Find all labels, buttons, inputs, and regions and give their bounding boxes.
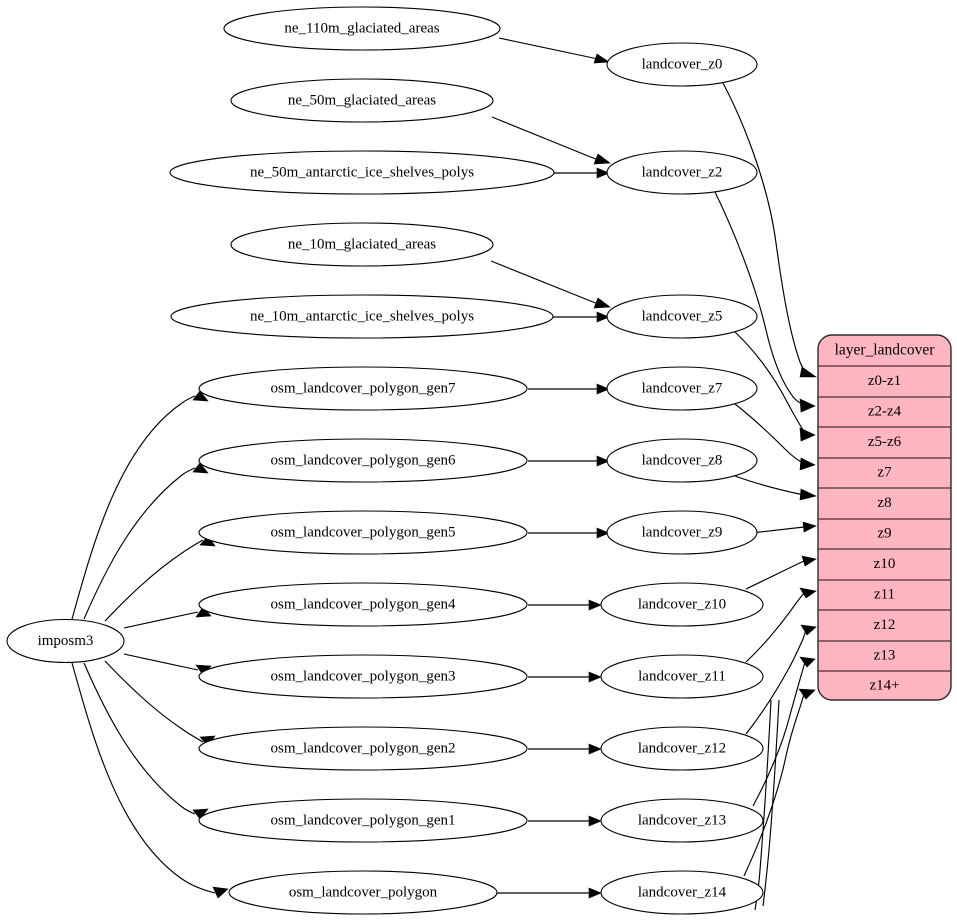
node-label-osm-landcover-polygon-gen5: osm_landcover_polygon_gen5 bbox=[271, 524, 456, 540]
edge-ne10m-antarctic-to-z5 bbox=[553, 311, 610, 323]
node-label-osm-landcover-polygon-gen7: osm_landcover_polygon_gen7 bbox=[271, 380, 456, 396]
node-landcover-z2[interactable]: landcover_z2 bbox=[606, 150, 758, 195]
edge-z12-to-row-z12 bbox=[745, 624, 817, 735]
edge-z11-to-row-z11 bbox=[745, 587, 817, 663]
edge-z13-to-row-z13 bbox=[752, 656, 816, 807]
layer-table-row-z8[interactable]: z8 bbox=[877, 495, 891, 511]
node-label-imposm3: imposm3 bbox=[38, 633, 94, 649]
edge-gen1-to-z13 bbox=[528, 815, 602, 827]
edge-gen2-to-z12 bbox=[528, 743, 602, 755]
edge-ne50m-antarctic-to-z2 bbox=[554, 167, 610, 179]
layer-table-header: layer_landcover bbox=[835, 342, 936, 359]
node-label-landcover-z0: landcover_z0 bbox=[642, 56, 723, 72]
node-landcover-z0[interactable]: landcover_z0 bbox=[606, 42, 758, 87]
edge-imposm3-to-gen5 bbox=[104, 535, 216, 622]
node-label-osm-landcover-polygon: osm_landcover_polygon bbox=[289, 884, 438, 900]
node-landcover-z9[interactable]: landcover_z9 bbox=[606, 510, 758, 555]
node-landcover-z5[interactable]: landcover_z5 bbox=[606, 294, 758, 339]
layer-table-row-z11[interactable]: z11 bbox=[874, 586, 895, 602]
edge-z2-to-row-z2z4 bbox=[714, 191, 816, 413]
edge-imposm3-to-gen4 bbox=[123, 606, 212, 629]
node-landcover-z12[interactable]: landcover_z12 bbox=[600, 726, 764, 771]
node-label-landcover-z12: landcover_z12 bbox=[638, 740, 726, 756]
node-label-osm-landcover-polygon-gen6: osm_landcover_polygon_gen6 bbox=[271, 452, 456, 468]
edge-z5-to-row-z5z6 bbox=[734, 331, 816, 442]
edge-ne50m-glaciated-to-z2 bbox=[491, 116, 611, 165]
node-label-ne-50m-glaciated-areas: ne_50m_glaciated_areas bbox=[288, 92, 436, 108]
node-label-osm-landcover-polygon-gen4: osm_landcover_polygon_gen4 bbox=[271, 596, 456, 612]
edge-imposm3-to-polygon bbox=[71, 662, 229, 899]
layer-table-row-z9[interactable]: z9 bbox=[877, 525, 891, 541]
node-label-landcover-z2: landcover_z2 bbox=[642, 164, 723, 180]
node-osm-landcover-polygon-gen7[interactable]: osm_landcover_polygon_gen7 bbox=[198, 366, 528, 411]
node-label-osm-landcover-polygon-gen1: osm_landcover_polygon_gen1 bbox=[271, 812, 456, 828]
layer-table-row-z13[interactable]: z13 bbox=[874, 647, 896, 663]
layer-table-row-z2z4[interactable]: z2-z4 bbox=[868, 403, 902, 419]
node-label-osm-landcover-polygon-gen2: osm_landcover_polygon_gen2 bbox=[271, 740, 456, 756]
node-landcover-z14[interactable]: landcover_z14 bbox=[600, 870, 764, 915]
node-label-ne-10m-glaciated-areas: ne_10m_glaciated_areas bbox=[288, 236, 436, 252]
node-label-landcover-z13: landcover_z13 bbox=[638, 812, 726, 828]
node-label-landcover-z9: landcover_z9 bbox=[642, 524, 723, 540]
node-landcover-z8[interactable]: landcover_z8 bbox=[606, 438, 758, 483]
layer-table-row-z7[interactable]: z7 bbox=[877, 464, 892, 480]
node-osm-landcover-polygon-gen3[interactable]: osm_landcover_polygon_gen3 bbox=[198, 654, 528, 699]
node-landcover-z7[interactable]: landcover_z7 bbox=[606, 366, 758, 411]
edge-imposm3-to-gen6 bbox=[83, 462, 209, 620]
edge-gen7-to-z7 bbox=[528, 383, 610, 395]
edge-gen3-to-z11 bbox=[528, 671, 602, 683]
edge-imposm3-to-gen2 bbox=[104, 660, 216, 747]
node-label-landcover-z7: landcover_z7 bbox=[642, 380, 723, 396]
node-imposm3[interactable]: imposm3 bbox=[6, 618, 125, 664]
node-label-landcover-z8: landcover_z8 bbox=[642, 452, 723, 468]
node-ne-50m-glaciated-areas[interactable]: ne_50m_glaciated_areas bbox=[230, 78, 494, 123]
layer-table-row-z10[interactable]: z10 bbox=[874, 556, 896, 572]
node-landcover-z11[interactable]: landcover_z11 bbox=[600, 654, 764, 699]
edge-imposm3-to-gen3 bbox=[123, 653, 212, 676]
node-osm-landcover-polygon-gen2[interactable]: osm_landcover_polygon_gen2 bbox=[198, 726, 528, 771]
edge-gen4-to-z10 bbox=[528, 599, 602, 611]
node-label-landcover-z10: landcover_z10 bbox=[638, 596, 726, 612]
layer-table-row-z0z1[interactable]: z0-z1 bbox=[868, 373, 901, 389]
edge-z10-to-row-z10 bbox=[745, 555, 817, 590]
node-ne-50m-antarctic-ice-shelves-polys[interactable]: ne_50m_antarctic_ice_shelves_polys bbox=[169, 150, 555, 195]
edge-routing-strand-a bbox=[754, 699, 772, 911]
node-osm-landcover-polygon-gen6[interactable]: osm_landcover_polygon_gen6 bbox=[198, 438, 528, 483]
node-landcover-z10[interactable]: landcover_z10 bbox=[600, 582, 764, 627]
edge-routing-strand-b bbox=[762, 699, 780, 907]
layer-table-row-z5z6[interactable]: z5-z6 bbox=[868, 434, 902, 450]
node-osm-landcover-polygon-gen1[interactable]: osm_landcover_polygon_gen1 bbox=[198, 798, 528, 843]
edge-imposm3-to-gen1 bbox=[83, 662, 209, 820]
edge-polygon-to-z14 bbox=[497, 887, 602, 899]
node-osm-landcover-polygon-gen4[interactable]: osm_landcover_polygon_gen4 bbox=[198, 582, 528, 627]
node-label-ne-10m-antarctic-ice-shelves-polys: ne_10m_antarctic_ice_shelves_polys bbox=[250, 308, 474, 324]
edge-layer bbox=[71, 37, 817, 911]
node-ne-10m-glaciated-areas[interactable]: ne_10m_glaciated_areas bbox=[230, 222, 494, 267]
node-label-ne-110m-glaciated-areas: ne_110m_glaciated_areas bbox=[284, 20, 439, 36]
node-label-osm-landcover-polygon-gen3: osm_landcover_polygon_gen3 bbox=[271, 668, 456, 684]
edge-imposm3-to-gen7 bbox=[71, 390, 209, 620]
edge-gen6-to-z8 bbox=[528, 455, 610, 467]
edge-z7-to-row-z7 bbox=[734, 403, 816, 471]
edge-z0-to-row-z0z1 bbox=[722, 82, 817, 378]
edge-gen5-to-z9 bbox=[528, 527, 610, 539]
edge-z9-to-row-z9 bbox=[751, 521, 817, 534]
edge-z14-to-row-z14plus bbox=[743, 688, 816, 877]
layer-table-row-z12[interactable]: z12 bbox=[874, 617, 896, 633]
node-label-landcover-z5: landcover_z5 bbox=[642, 308, 723, 324]
node-osm-landcover-polygon-gen5[interactable]: osm_landcover_polygon_gen5 bbox=[198, 510, 528, 555]
node-label-landcover-z11: landcover_z11 bbox=[638, 668, 726, 684]
node-osm-landcover-polygon[interactable]: osm_landcover_polygon bbox=[228, 870, 498, 915]
edge-z8-to-row-z8 bbox=[734, 475, 817, 501]
layer-table-row-z14plus[interactable]: z14+ bbox=[869, 677, 899, 693]
layer-landcover-table[interactable]: layer_landcover z0-z1 z2-z4 z5-z6 z7 z8 … bbox=[817, 334, 952, 701]
node-label-ne-50m-antarctic-ice-shelves-polys: ne_50m_antarctic_ice_shelves_polys bbox=[250, 164, 474, 180]
node-landcover-z13[interactable]: landcover_z13 bbox=[600, 798, 764, 843]
edge-ne10m-glaciated-to-z5 bbox=[490, 260, 611, 309]
edge-ne110m-to-z0 bbox=[498, 37, 610, 64]
node-ne-10m-antarctic-ice-shelves-polys[interactable]: ne_10m_antarctic_ice_shelves_polys bbox=[170, 294, 554, 339]
node-ne-110m-glaciated-areas[interactable]: ne_110m_glaciated_areas bbox=[223, 6, 501, 51]
node-label-landcover-z14: landcover_z14 bbox=[638, 884, 727, 900]
